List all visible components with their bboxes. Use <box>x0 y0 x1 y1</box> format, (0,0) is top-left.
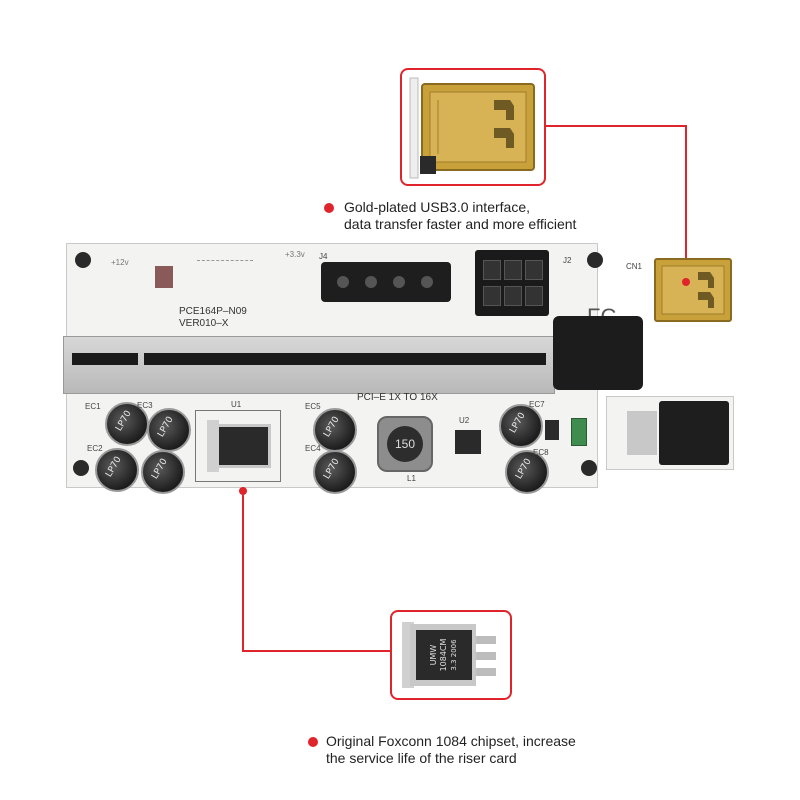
usb3-port <box>654 258 732 322</box>
silk-u1: U1 <box>231 400 242 409</box>
silk-12v: +12v <box>111 258 129 267</box>
capacitor-ec6: LP70 <box>141 450 185 494</box>
usb-caption-line-1: Gold-plated USB3.0 interface, <box>344 199 530 215</box>
molex-pin <box>421 276 433 288</box>
pcie-slot-key-long <box>144 353 546 365</box>
u1-regulator-chip <box>215 424 271 468</box>
molex-pin <box>365 276 377 288</box>
pcie-power-pin <box>483 260 501 280</box>
u2-chip <box>455 430 481 454</box>
board-model-line-1: PCE164P–N09 <box>179 306 247 317</box>
resistor-array <box>197 260 253 297</box>
cap-label-ec5: EC5 <box>305 402 321 411</box>
slot-label: PCI–E 1X TO 16X <box>357 392 438 403</box>
capacitor-ec8: LP70 <box>505 450 549 494</box>
right-connector-pins <box>627 411 657 455</box>
usb-caption-bullet <box>324 203 334 213</box>
chip-caption-line-2: the service life of the riser card <box>326 750 517 766</box>
chip-caption-line-1: Original Foxconn 1084 chipset, increase <box>326 733 576 749</box>
silk-j2: J2 <box>563 256 572 265</box>
u1-chip-outline <box>195 410 281 482</box>
capacitor-ec1: LP70 <box>105 402 149 446</box>
molex-pin <box>337 276 349 288</box>
chip-caption: Original Foxconn 1084 chipset, increase … <box>326 733 626 767</box>
silk-l1: L1 <box>407 474 416 483</box>
silk-cn1: CN1 <box>626 262 643 271</box>
capacitor-ec4: LP70 <box>313 450 357 494</box>
usb-connector-zoom-image <box>409 77 535 179</box>
chip-callout-line-horizontal <box>242 650 392 652</box>
chip-zoom-callout: UMW 1084CM 3.3 2006 <box>390 610 512 700</box>
small-ic-right <box>545 420 559 440</box>
silk-3v3: +3.3v <box>285 250 305 259</box>
cap-label-ec3: EC3 <box>137 401 153 410</box>
usb-callout-target-dot <box>682 278 690 286</box>
pcie-slot-key-short <box>72 353 138 365</box>
molex-connector <box>321 262 451 302</box>
mounting-hole-top-right <box>587 252 603 268</box>
capacitor-ec7: LP70 <box>499 404 543 448</box>
right-connector-housing <box>659 401 729 465</box>
mounting-hole-bottom-left <box>73 460 89 476</box>
mounting-hole-bottom-right <box>581 460 597 476</box>
svg-text:1084CM: 1084CM <box>439 638 448 671</box>
usb-zoom-callout <box>400 68 546 186</box>
pcie-power-pin <box>504 286 522 306</box>
cap-label-ec7: EC7 <box>529 400 545 409</box>
small-ic-u3 <box>155 266 173 288</box>
chip-callout-target-dot <box>239 487 247 495</box>
pcie-power-pin <box>504 260 522 280</box>
pcie-power-pin <box>483 286 501 306</box>
cap-label-ec8: EC8 <box>533 448 549 457</box>
u1-chip-tab <box>207 420 219 472</box>
silk-j4: J4 <box>319 252 328 261</box>
chip-caption-bullet <box>308 737 318 747</box>
usb-caption: Gold-plated USB3.0 interface, data trans… <box>344 199 644 233</box>
usb-callout-line-vertical <box>685 125 687 283</box>
svg-text:3.3 2006: 3.3 2006 <box>450 639 458 671</box>
pcie-6pin-connector <box>475 250 549 316</box>
chip-zoom-image: UMW 1084CM 3.3 2006 <box>402 622 496 688</box>
pcie-power-pin <box>525 286 543 306</box>
usb-callout-line-horizontal <box>546 125 687 127</box>
capacitor-ec2: LP70 <box>95 448 139 492</box>
mounting-hole-top-left <box>75 252 91 268</box>
molex-pin <box>393 276 405 288</box>
capacitor-ec3: LP70 <box>147 408 191 452</box>
pcie-power-pin <box>525 260 543 280</box>
usb-cable-bundle <box>553 316 643 390</box>
right-power-connector <box>606 396 734 470</box>
cap-label-ec2: EC2 <box>87 444 103 453</box>
board-model-line-2: VER010–X <box>179 318 229 329</box>
inductor-core: 150 <box>387 426 423 462</box>
pcie-x16-slot <box>63 336 555 394</box>
usb3-port-contacts-icon <box>661 265 725 315</box>
cap-label-ec1: EC1 <box>85 402 101 411</box>
cap-label-ec4: EC4 <box>305 444 321 453</box>
green-led <box>571 418 587 446</box>
silk-u2: U2 <box>459 416 470 425</box>
riser-board: +12v +3.3v J4 J2 PCE164P–N09 VER010–X FC… <box>63 243 643 494</box>
svg-text:UMW: UMW <box>429 645 438 666</box>
chip-callout-line-vertical <box>242 495 244 651</box>
inductor-l1: 150 <box>377 416 433 472</box>
usb-caption-line-2: data transfer faster and more efficient <box>344 216 577 232</box>
